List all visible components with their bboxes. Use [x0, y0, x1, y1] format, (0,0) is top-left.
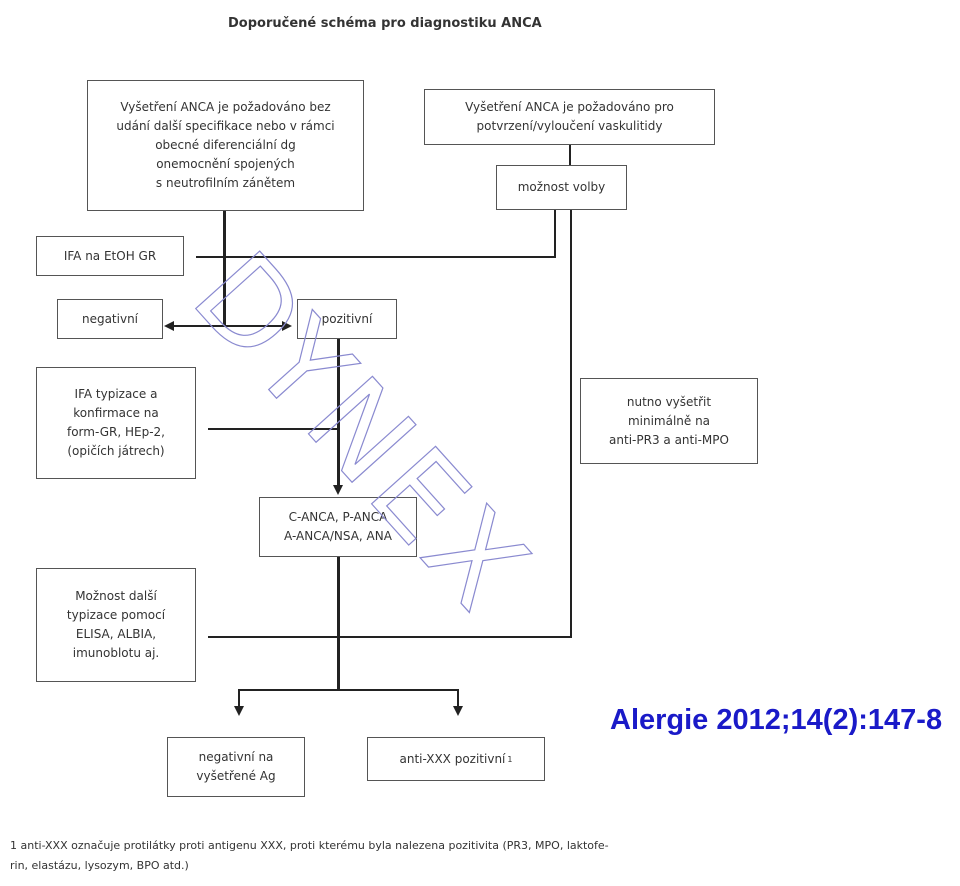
connector-line	[223, 211, 226, 326]
box-line: Možnost další	[75, 589, 157, 603]
box-line: konfirmace na	[73, 406, 159, 420]
box-line: C-ANCA, P-ANCA	[288, 510, 388, 524]
box-line: negativní na	[198, 750, 274, 764]
box-line: s neutrofilním zánětem	[155, 176, 296, 190]
box-line: vyšetřené Ag	[196, 769, 276, 783]
citation: Alergie 2012;14(2):147-8	[610, 704, 943, 736]
arrow-down-icon	[453, 706, 463, 716]
arrow-right-icon	[282, 321, 292, 331]
box-negative: negativní	[57, 299, 163, 339]
connector-line	[238, 689, 240, 708]
diagram-title: Doporučené schéma pro diagnostiku ANCA	[228, 16, 542, 31]
connector-line	[337, 339, 340, 489]
box-results: C-ANCA, P-ANCA A-ANCA/NSA, ANA	[259, 497, 417, 557]
box-line: form-GR, HEp-2,	[66, 425, 165, 439]
box-line: obecné diferenciální dg	[155, 138, 296, 152]
box-line: IFA typizace a	[74, 387, 158, 401]
box-line: potvrzení/vyloučení vaskulitidy	[476, 119, 663, 133]
box-ifa-typing: IFA typizace a konfirmace na form-GR, HE…	[36, 367, 196, 479]
box-option: možnost volby	[496, 165, 627, 210]
box-request-vasculitis: Vyšetření ANCA je požadováno pro potvrze…	[424, 89, 715, 145]
watermark-text: DYNEX	[167, 226, 557, 638]
arrow-down-icon	[234, 706, 244, 716]
box-line: nutno vyšetřit	[626, 394, 712, 409]
box-negative-ag: negativní na vyšetřené Ag	[167, 737, 305, 797]
connector-line	[337, 557, 340, 690]
box-line: Vyšetření ANCA je požadováno bez	[120, 100, 331, 114]
box-line: A-ANCA/NSA, ANA	[284, 529, 392, 543]
connector-line	[174, 325, 282, 327]
connector-line	[569, 145, 571, 165]
footnote-line: rin, elastázu, lysozym, BPO atd.)	[10, 859, 189, 872]
box-text: anti-XXX pozitivní	[399, 751, 506, 766]
connector-line	[208, 428, 339, 430]
box-further-typing: Možnost další typizace pomocí ELISA, ALB…	[36, 568, 196, 682]
box-must-test: nutno vyšetřit minimálně na anti-PR3 a a…	[580, 378, 758, 464]
box-request-general: Vyšetření ANCA je požadováno bez udání d…	[87, 80, 364, 211]
connector-line	[457, 689, 459, 708]
connector-line	[208, 636, 572, 638]
connector-line	[196, 256, 556, 258]
box-ifa-etoh: IFA na EtOH GR	[36, 236, 184, 276]
connector-line	[570, 210, 572, 637]
footnote-mark: 1	[507, 754, 513, 764]
footnote: 1 anti-XXX označuje protilátky proti ant…	[10, 836, 790, 876]
box-line: anti-PR3 a anti-MPO	[609, 432, 729, 447]
arrow-left-icon	[164, 321, 174, 331]
box-line: onemocnění spojených	[156, 157, 295, 171]
footnote-line: 1 anti-XXX označuje protilátky proti ant…	[10, 839, 609, 852]
connector-line	[238, 689, 459, 691]
box-positive: pozitivní	[297, 299, 397, 339]
box-line: typizace pomocí	[66, 608, 166, 622]
box-line: Vyšetření ANCA je požadováno pro	[465, 100, 674, 114]
arrow-down-icon	[333, 485, 343, 495]
box-line: imunoblotu aj.	[72, 646, 160, 660]
box-line: udání další specifikace nebo v rámci	[116, 119, 335, 133]
box-line: ELISA, ALBIA,	[75, 627, 157, 641]
box-line: (opičích játrech)	[67, 444, 165, 458]
connector-line	[554, 210, 556, 258]
box-line: minimálně na	[627, 413, 711, 428]
